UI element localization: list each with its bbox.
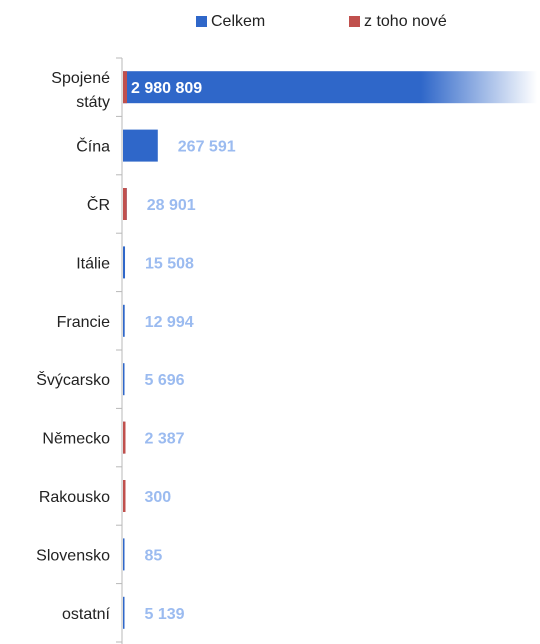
data-label-cr: 28 901 — [147, 197, 196, 214]
category-label-italie: Itálie — [76, 255, 110, 272]
bar-new-nemecko — [123, 421, 126, 454]
bars-group — [123, 71, 537, 629]
category-label-francie: Francie — [57, 314, 110, 331]
category-label-cr: ČR — [87, 195, 110, 214]
data-label-cina: 267 591 — [178, 139, 236, 156]
bar-total-francie — [123, 304, 125, 337]
data-label-francie: 12 994 — [145, 314, 194, 331]
bar-new-rakousko — [123, 480, 126, 512]
data-label-ostatni: 5 139 — [145, 606, 185, 623]
legend-label-z-toho-nove: z toho nové — [364, 13, 447, 30]
category-label-ostatni: ostatní — [62, 606, 111, 623]
data-label-italie: 15 508 — [145, 255, 194, 272]
data-label-svycarsko: 5 696 — [145, 372, 185, 389]
data-label-slovensko: 85 — [145, 547, 163, 564]
category-label-nemecko: Německo — [42, 431, 110, 448]
bar-total-slovensko — [123, 538, 125, 571]
bar-new-cr — [123, 188, 127, 220]
legend-label-celkem: Celkem — [211, 13, 265, 30]
bar-total-cina — [123, 129, 158, 162]
bar-new-spojene-staty — [123, 71, 127, 104]
category-label-svycarsko: Švýcarsko — [36, 370, 110, 389]
legend-swatch-celkem — [196, 16, 207, 27]
data-label-nemecko: 2 387 — [145, 431, 185, 448]
bar-total-ostatni — [123, 596, 125, 629]
bar-total-spojene-staty — [123, 71, 537, 104]
category-label-cina: Čína — [76, 137, 110, 156]
data-label-rakousko: 300 — [145, 489, 172, 506]
data-label-spojene-staty: 2 980 809 — [131, 80, 202, 97]
labels-group: 2 980 809 267 591 28 901 15 508 12 994 5 696 2… — [131, 80, 236, 623]
bar-total-italie — [123, 246, 126, 279]
category-label-slovensko: Slovensko — [36, 547, 110, 564]
category-label-rakousko: Rakousko — [39, 489, 110, 506]
legend-swatch-z-toho-nove — [349, 16, 360, 27]
legend: Celkem z toho nové — [196, 13, 447, 30]
bar-total-svycarsko — [123, 363, 125, 396]
